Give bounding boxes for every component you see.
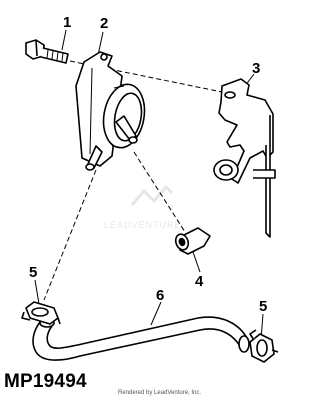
callout-5-left: 5	[29, 264, 37, 281]
callout-2: 2	[100, 15, 108, 32]
fuel-hose-icon	[32, 316, 250, 361]
callout-1: 1	[63, 14, 71, 31]
callout-5-right: 5	[259, 298, 267, 315]
parts-diagram: LEADVENTURE	[4, 14, 279, 396]
leader-lines	[34, 29, 264, 341]
hose-clamp-icon	[21, 301, 61, 325]
callout-3: 3	[252, 60, 260, 77]
callout-4: 4	[195, 273, 204, 290]
mounting-bracket-icon	[213, 78, 276, 238]
watermark: LEADVENTURE	[104, 184, 182, 230]
hose-clamp-icon	[249, 329, 279, 363]
figure-id: MP19494	[4, 371, 87, 392]
exploded-view: LEADVENTURE	[21, 14, 279, 363]
callout-6: 6	[156, 287, 164, 304]
hose-cap-icon	[174, 227, 211, 255]
credit-text: Rendered by LeadVenture, Inc.	[118, 390, 202, 396]
bolt-icon	[25, 39, 69, 64]
watermark-text: LEADVENTURE	[104, 220, 182, 230]
fuel-pump-icon	[75, 51, 146, 171]
